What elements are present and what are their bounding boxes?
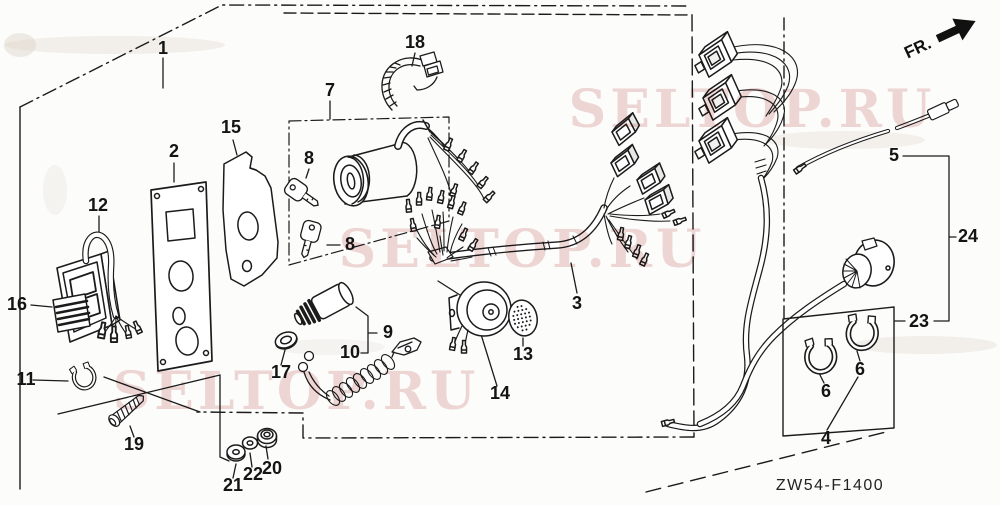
washer-plain xyxy=(226,444,246,462)
band-clamp xyxy=(381,51,444,111)
callout-13: 13 xyxy=(513,344,533,364)
harness-cable xyxy=(660,174,771,432)
watermark-text: SELTOP.RU xyxy=(339,219,706,280)
clip-small xyxy=(69,361,96,390)
clip-box xyxy=(782,306,895,437)
connector-trio xyxy=(687,30,798,181)
callout-5: 5 xyxy=(889,145,899,165)
callout-23: 23 xyxy=(909,311,929,331)
callout-6: 6 xyxy=(821,381,831,401)
grommet xyxy=(274,331,298,350)
part-code: ZW54-F1400 xyxy=(776,477,884,494)
c-clip-icon xyxy=(801,335,837,374)
washer-spring xyxy=(241,436,259,450)
callout-8: 8 xyxy=(304,148,314,168)
callout-19: 19 xyxy=(124,434,144,454)
callout-2: 2 xyxy=(169,141,179,161)
callout-9: 9 xyxy=(383,322,393,342)
watermark-layer: SELTOP.RU SELTOP.RU SELTOP.RU xyxy=(113,79,936,422)
callout-10: 10 xyxy=(340,342,360,362)
callout-3: 3 xyxy=(572,293,582,313)
nut xyxy=(256,427,278,449)
callout-layer: 1234566788910111213141516171819202122232… xyxy=(7,32,978,495)
callout-11: 11 xyxy=(16,369,35,389)
callout-18: 18 xyxy=(405,32,425,52)
watermark-text: SELTOP.RU xyxy=(113,361,480,422)
callout-17: 17 xyxy=(271,362,291,382)
fr-label: FR. xyxy=(901,34,934,63)
callout-22: 22 xyxy=(243,464,263,484)
screw xyxy=(108,394,144,427)
callout-6: 6 xyxy=(855,359,865,379)
scan-artifacts xyxy=(4,33,997,355)
plug-cable xyxy=(696,280,848,428)
key-icon xyxy=(283,177,322,259)
callout-24: 24 xyxy=(958,226,978,246)
callout-8: 8 xyxy=(345,234,355,254)
lead-wire xyxy=(792,98,959,175)
watermark-text: SELTOP.RU xyxy=(569,79,936,140)
label-plate xyxy=(52,293,91,333)
connector-plug xyxy=(842,237,895,289)
diagram-frame xyxy=(19,4,891,493)
callout-12: 12 xyxy=(88,195,108,215)
callout-21: 21 xyxy=(223,475,243,495)
callout-4: 4 xyxy=(821,428,831,448)
callout-15: 15 xyxy=(221,117,241,137)
mount-bracket xyxy=(222,151,279,287)
callout-1: 1 xyxy=(158,38,168,58)
mesh-cover xyxy=(508,299,538,337)
stop-switch xyxy=(293,281,354,326)
ignition-switch xyxy=(332,119,497,207)
lanyard-cord xyxy=(297,337,422,406)
ignition-switch-box xyxy=(288,116,450,266)
buzzer xyxy=(448,281,512,354)
fr-arrow-icon xyxy=(935,18,976,43)
callout-16: 16 xyxy=(7,294,27,314)
callout-7: 7 xyxy=(325,80,335,100)
wire-harness xyxy=(404,111,688,267)
callout-20: 20 xyxy=(262,458,282,478)
switch-panel xyxy=(150,181,213,372)
callout-14: 14 xyxy=(490,383,510,403)
